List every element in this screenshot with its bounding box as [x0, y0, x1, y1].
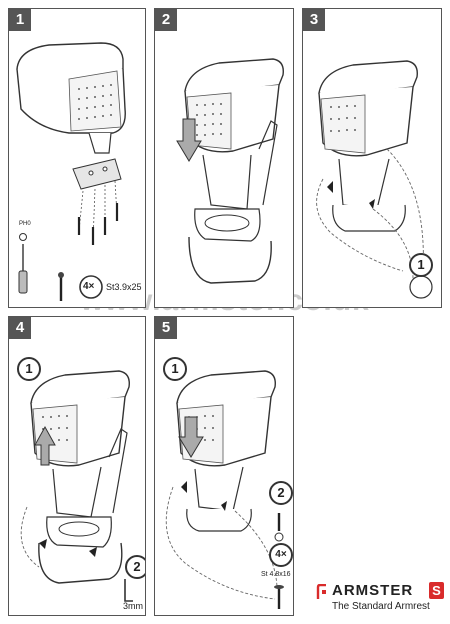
step-5-illustration [165, 370, 284, 609]
step-4-gap-label: 3mm [123, 601, 143, 611]
step-1-screw-spec: St3.9x25 [106, 282, 142, 292]
step-4-substep-2: 2 [125, 555, 145, 579]
step-4-substep-1: 1 [17, 357, 41, 381]
step-4-number: 4 [9, 317, 31, 339]
brand-logo-icon [316, 584, 326, 599]
brand-block: ARMSTER S The Standard Armrest [316, 582, 450, 616]
step-1-panel: 1 PH0 4× St3.9x25 [8, 8, 146, 308]
step-3-illustration [316, 60, 433, 299]
step-4-illustration [20, 370, 133, 602]
step-3-panel: 3 1 [302, 8, 442, 308]
step-5-substep-1: 1 [163, 357, 187, 381]
step-1-number: 1 [9, 9, 31, 31]
step-2-panel: 2 [154, 8, 294, 308]
step-5-substep-2: 2 [269, 481, 293, 505]
brand-tagline: The Standard Armrest [332, 601, 430, 612]
step-1-illustration [16, 42, 126, 301]
step-1-qty: 4× [83, 281, 95, 292]
step-3-number: 3 [303, 9, 325, 31]
step-5-screw-spec: St 4.8x16 [261, 571, 291, 578]
step-5-panel: 5 1 2 4× St 4.8x16 [154, 316, 294, 616]
step-2-number: 2 [155, 9, 177, 31]
step-5-number: 5 [155, 317, 177, 339]
step-3-substep-1: 1 [409, 253, 433, 277]
brand-badge: S [429, 582, 444, 599]
step-5-qty: 4× [269, 543, 293, 567]
step-2-illustration [176, 58, 284, 284]
brand-name: ARMSTER [332, 582, 414, 599]
step-4-panel: 4 1 2 3mm [8, 316, 146, 616]
step-1-tool-label: PH0 [19, 221, 31, 227]
